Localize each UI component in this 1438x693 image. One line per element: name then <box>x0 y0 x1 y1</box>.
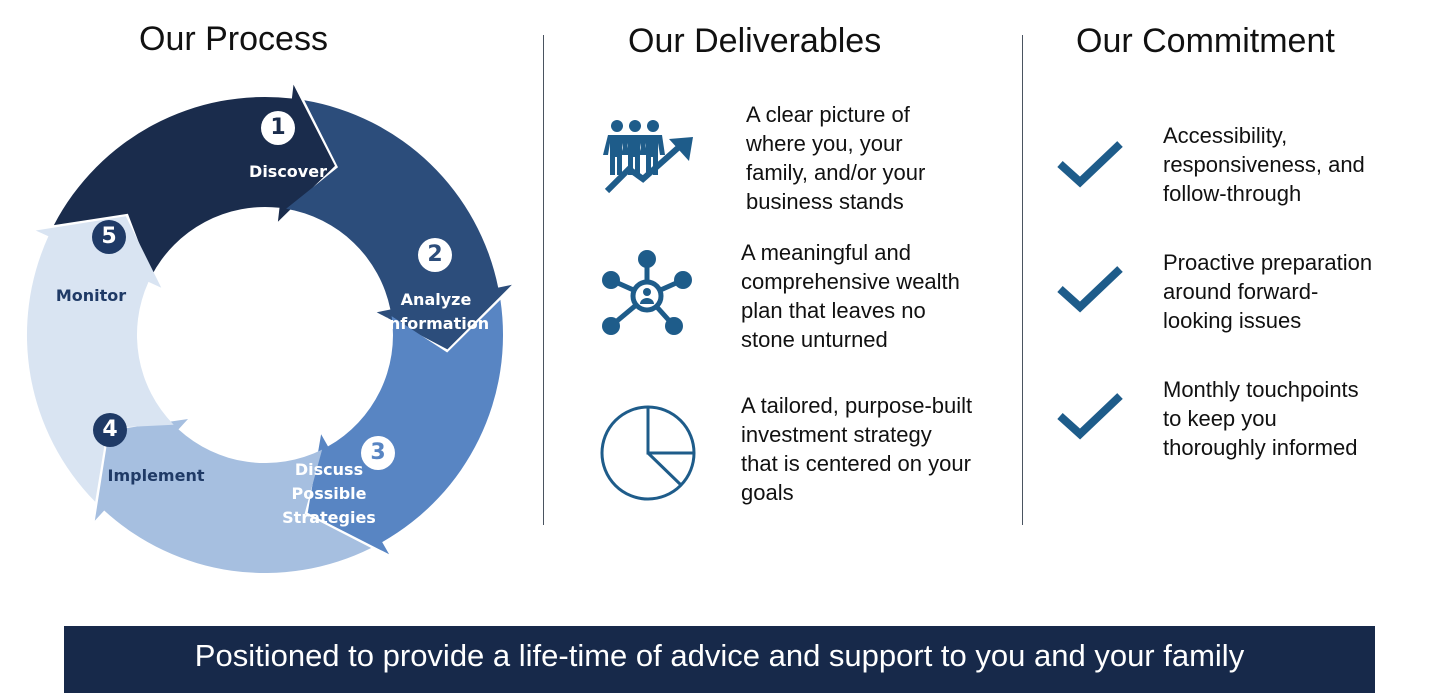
checkmark-icon <box>1057 393 1123 440</box>
step-badge-2: 2 <box>418 238 452 272</box>
step-label-implement: Implement <box>107 466 205 485</box>
divider-left <box>543 35 544 525</box>
step-label-discuss: Discuss Possible Strategies <box>282 460 376 527</box>
step-label-discover: Discover <box>249 162 327 181</box>
step-label-monitor: Monitor <box>55 286 127 305</box>
step-label-analyze: Analyze Information <box>382 290 490 333</box>
process-title: Our Process <box>139 20 328 58</box>
commitment-title: Our Commitment <box>1076 22 1335 60</box>
divider-right <box>1022 35 1023 525</box>
step-badge-1: 1 <box>261 111 295 145</box>
checkmark-icon <box>1057 266 1123 313</box>
family-growth-icon <box>603 120 693 194</box>
commitment-text-2: Proactive preparation around forward- lo… <box>1163 250 1373 333</box>
cycle-arrow-implement <box>94 419 372 574</box>
pie-chart-icon <box>600 405 696 501</box>
step-badge-5: 5 <box>92 220 126 254</box>
deliverable-text-3: A tailored, purpose-built investment str… <box>741 393 973 505</box>
step-badge-4: 4 <box>93 413 127 447</box>
cycle-arrow-analyze <box>286 100 512 350</box>
cycle-arrow-monitor <box>26 216 174 502</box>
deliverable-text-2: A meaningful and comprehensive wealth pl… <box>741 240 960 352</box>
footer-banner: Positioned to provide a life-time of adv… <box>64 626 1375 693</box>
network-hub-icon <box>602 250 692 335</box>
commitment-text-3: Monthly touchpoints to keep you thorough… <box>1163 377 1359 460</box>
deliverable-text-1: A clear picture of where you, your famil… <box>746 102 926 214</box>
deliverables-title: Our Deliverables <box>628 22 882 60</box>
step-badge-3: 3 <box>361 436 395 470</box>
checkmark-icon <box>1057 141 1123 188</box>
cycle-arrow-discuss <box>307 299 504 555</box>
commitment-text-1: Accessibility, responsiveness, and follo… <box>1163 123 1365 206</box>
